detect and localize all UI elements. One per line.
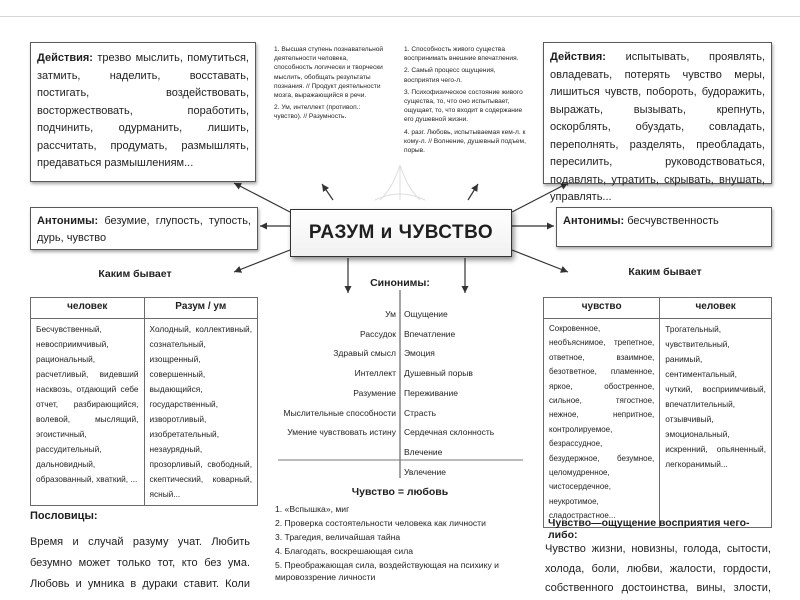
synonym-item: Впечатление — [404, 325, 524, 345]
love-item: 2. Проверка состоятельности человека как… — [275, 517, 530, 529]
left-kakim-label: Каким бывает — [80, 268, 190, 280]
love-item: 5. Преображающая сила, воздействующая на… — [275, 559, 530, 583]
left-table-cell: Холодный, коллективный, сознательный, из… — [144, 319, 258, 506]
left-antonyms-box: Антонимы: безумие, глупость, тупость, ду… — [30, 207, 258, 250]
right-actions-box: Действия: испытывать, проявлять, овладев… — [543, 42, 772, 184]
chuvstvo-def-2: 2. Самый процесс ощущения, восприятия че… — [404, 66, 526, 84]
right-actions-label: Действия: — [550, 51, 606, 63]
synonym-item: Разумение — [280, 384, 396, 404]
right-antonyms-box: Антонимы: бесчувственность — [556, 207, 772, 247]
synonyms-title: Синонимы: — [360, 277, 440, 289]
synonym-item: Ощущение — [404, 305, 524, 325]
perception-title: Чувство—ощущение восприятия чего-либо: — [548, 517, 778, 541]
left-table-header: человек — [31, 298, 145, 319]
synonym-item: Увлечение — [404, 463, 524, 483]
razum-definitions: 1. Высшая ступень познавательной деятель… — [274, 45, 388, 125]
right-antonyms-label: Антонимы: — [563, 215, 624, 227]
right-table-cell: Сокровенное, необъяснимое, трепетное, от… — [544, 319, 660, 528]
love-item: 1. «Вспышка», миг — [275, 503, 530, 515]
synonym-item: Здравый смысл — [280, 344, 396, 364]
synonym-item: Ум — [280, 305, 396, 325]
left-table-cell: Бесчувственный, невосприимчивый, рациона… — [31, 319, 145, 506]
proverbs-text: Время и случай разуму учат. Любить безум… — [30, 532, 250, 598]
right-kakim-label: Каким бывает — [610, 266, 720, 278]
synonym-item: Интеллект — [280, 364, 396, 384]
proverbs-title: Пословицы: — [30, 510, 98, 522]
right-table-cell: Трогательный, чувствительный, ранимый, с… — [660, 319, 772, 528]
ornament-icon — [375, 165, 425, 200]
love-list: 1. «Вспышка», миг 2. Проверка состоятель… — [275, 503, 530, 585]
synonym-item: Страсть — [404, 404, 524, 424]
right-antonyms-text: бесчувственность — [627, 215, 719, 227]
synonym-item: Умение чувствовать истину — [280, 423, 396, 443]
chuvstvo-def-4: 4. разг. Любовь, испытываемая кем-л. к к… — [404, 128, 526, 156]
left-actions-text: трезво мыслить, помутиться, затмить, над… — [37, 52, 249, 169]
center-title-box: РАЗУМ и ЧУВСТВО — [290, 209, 512, 257]
left-actions-box: Действия: трезво мыслить, помутиться, за… — [30, 42, 256, 182]
page-title: РАЗУМ и ЧУВСТВО — [309, 222, 493, 244]
left-table-header: Разум / ум — [144, 298, 258, 319]
chuvstvo-def-3: 3. Психофизическое состояние живого суще… — [404, 88, 526, 125]
right-table-header: чувство — [544, 298, 660, 319]
synonym-item: Влечение — [404, 443, 524, 463]
love-item: 3. Трагедия, величайшая тайна — [275, 531, 530, 543]
synonym-item: Рассудок — [280, 325, 396, 345]
synonym-item: Эмоция — [404, 344, 524, 364]
razum-def-1: 1. Высшая ступень познавательной деятель… — [274, 45, 388, 100]
right-table: чувство человек Сокровенное, необъяснимо… — [543, 297, 772, 528]
love-title: Чувство = любовь — [330, 486, 470, 498]
chuvstvo-definitions: 1. Способность живого существа восприним… — [404, 45, 526, 158]
perception-text: Чувство жизни, новизны, голода, сытости,… — [545, 540, 771, 598]
razum-def-2: 2. Ум, интеллект (противоп.: чувство). /… — [274, 103, 388, 121]
synonyms-left: Ум Рассудок Здравый смысл Интеллект Разу… — [280, 305, 396, 443]
left-antonyms-label: Антонимы: — [37, 215, 98, 227]
love-item: 4. Благодать, воскрешающая сила — [275, 545, 530, 557]
chuvstvo-def-1: 1. Способность живого существа восприним… — [404, 45, 526, 63]
synonyms-right: Ощущение Впечатление Эмоция Душевный пор… — [404, 305, 524, 482]
right-table-header: человек — [660, 298, 772, 319]
left-table: человек Разум / ум Бесчувственный, невос… — [30, 297, 258, 506]
right-actions-text: испытывать, проявлять, овладевать, потер… — [550, 51, 765, 203]
synonym-item: Переживание — [404, 384, 524, 404]
synonym-item: Душевный порыв — [404, 364, 524, 384]
synonym-item: Мыслительные способности — [280, 404, 396, 424]
left-actions-label: Действия: — [37, 52, 93, 64]
synonym-item: Сердечная склонность — [404, 423, 524, 443]
